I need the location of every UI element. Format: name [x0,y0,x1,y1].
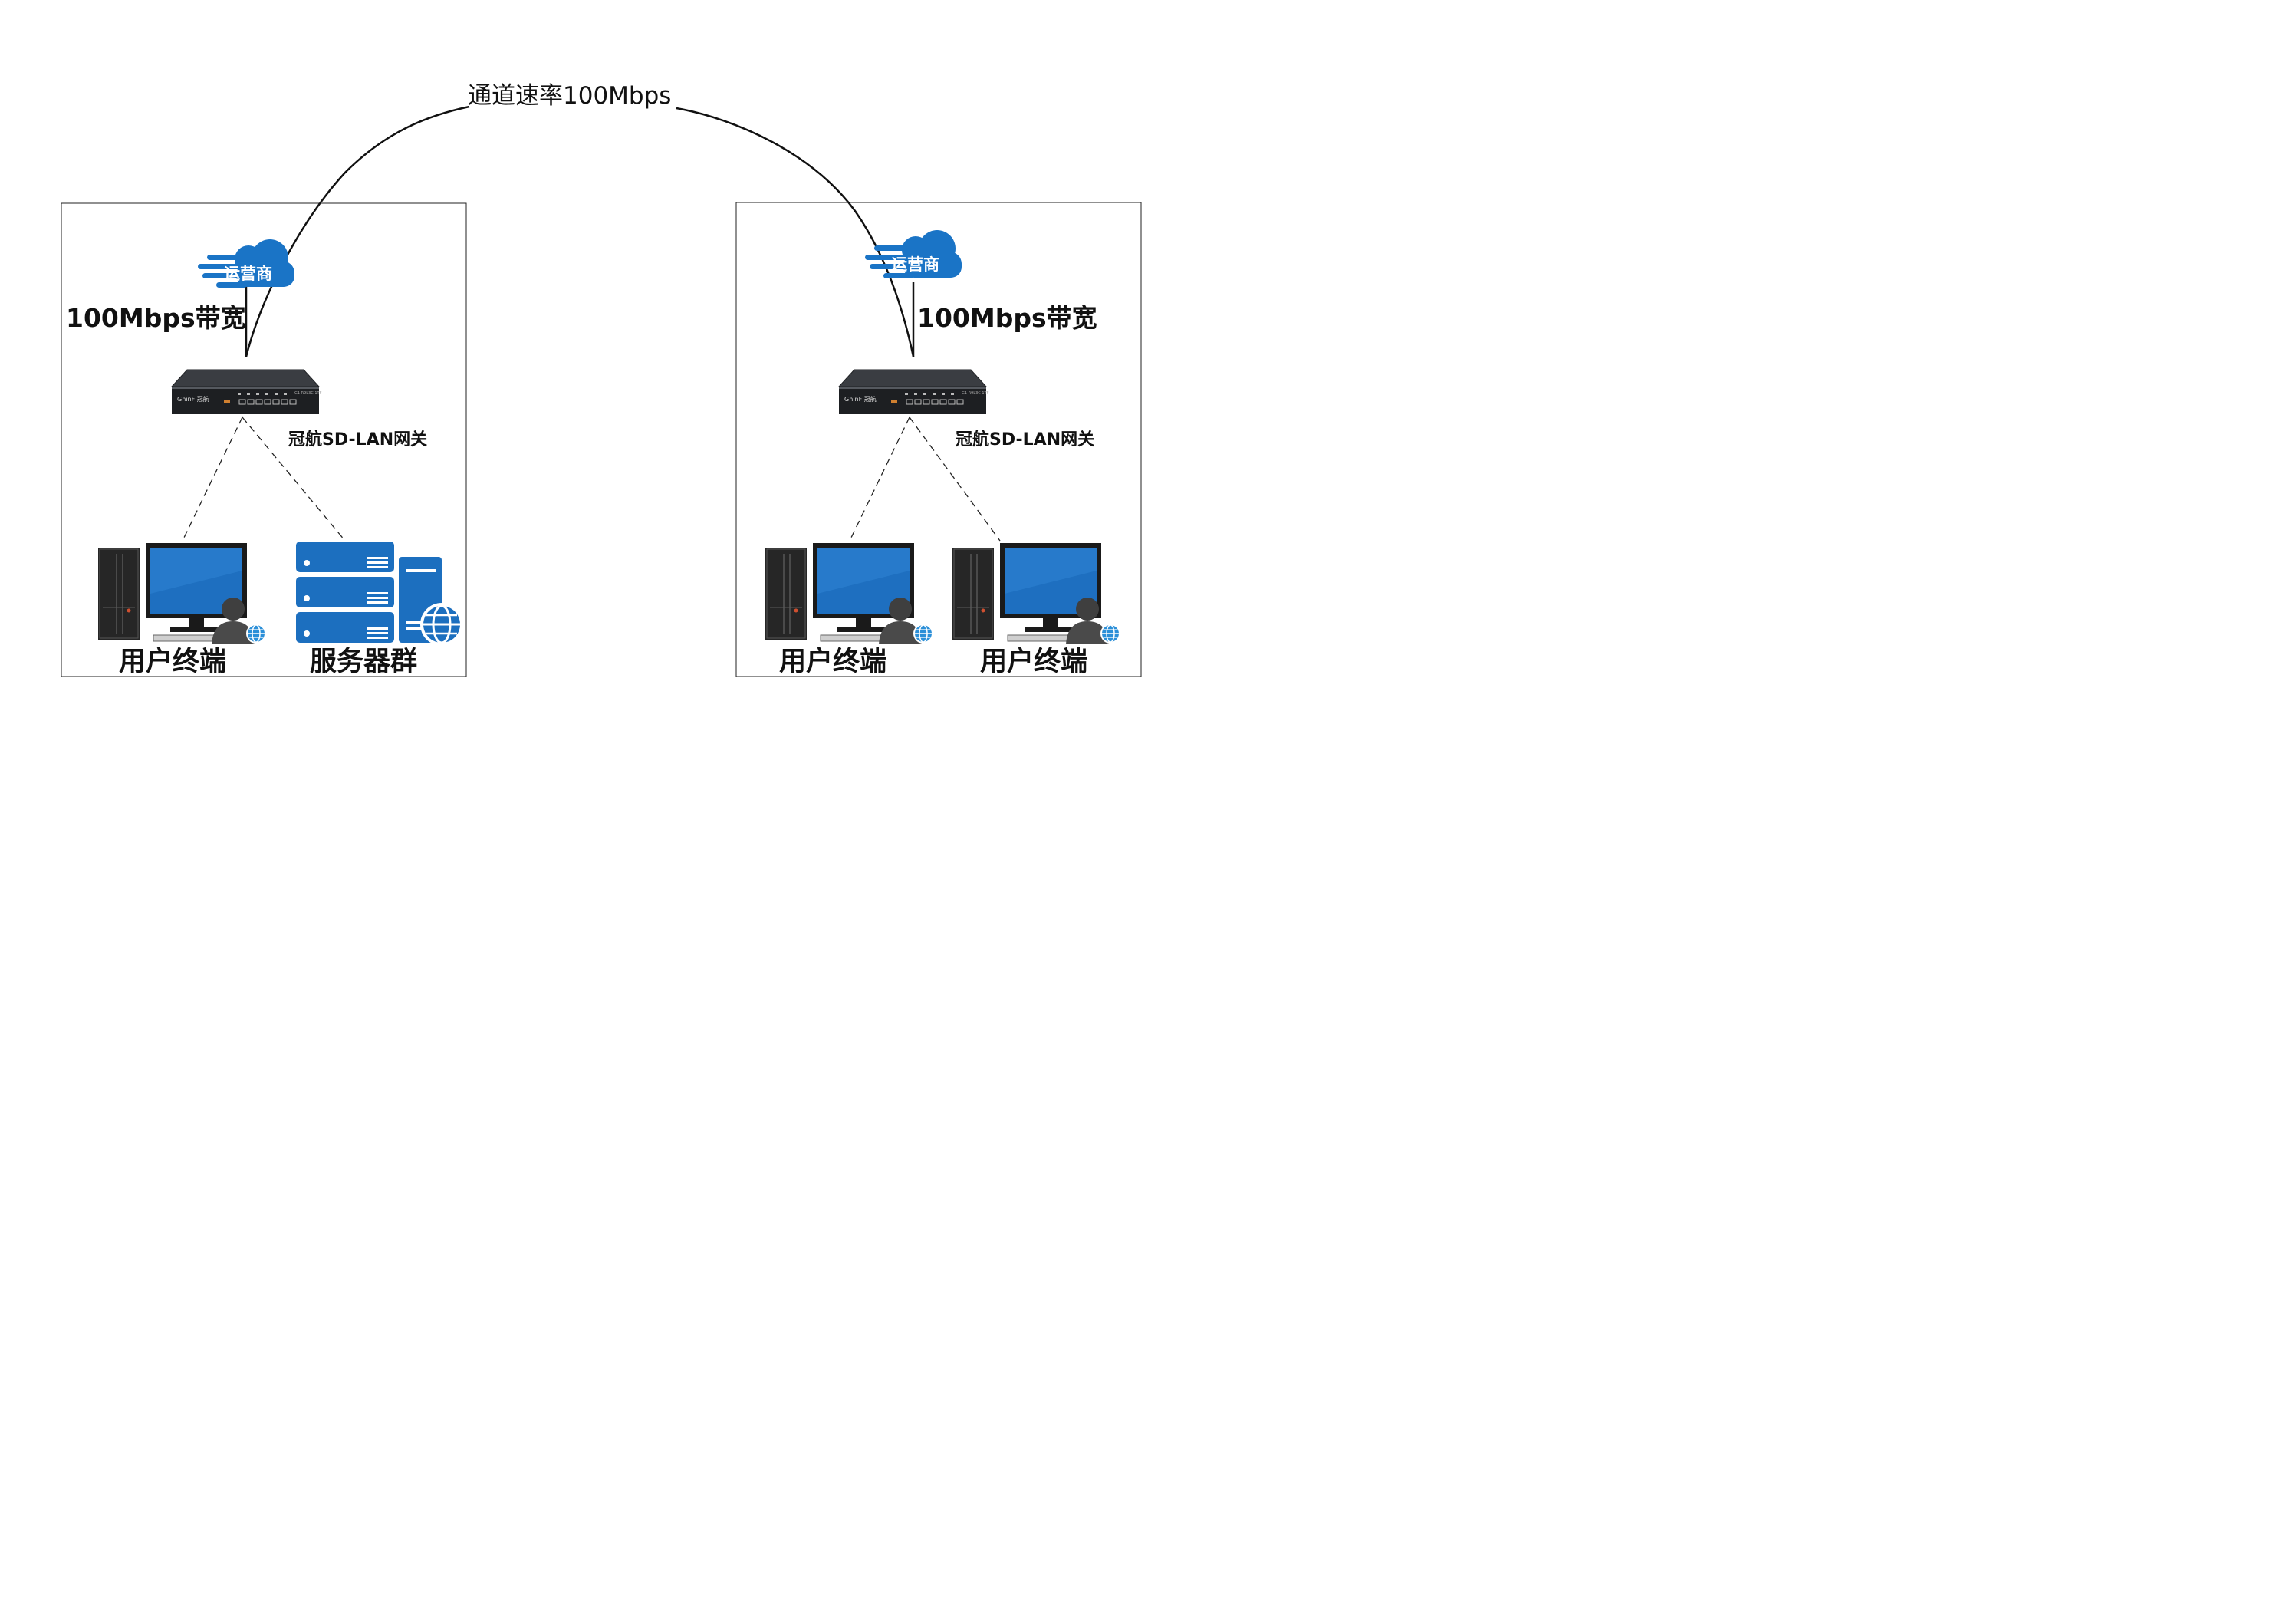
device-label-server-cluster: 服务器群 [310,647,418,677]
user-terminal-icon [98,543,266,644]
lan-link-left-user [182,416,243,542]
device-label-user-terminal: 用户终端 [980,647,1088,677]
lan-link-right-user1 [849,416,910,542]
gateway-label-right: 冠航SD-LAN网关 [956,430,1095,449]
cloud-icon: 运营商 [865,230,962,278]
server-cluster-icon [294,540,465,647]
device-label-user-terminal: 用户终端 [119,647,227,677]
lan-link-right-user2 [909,416,1001,542]
lan-link-left-server [242,416,346,542]
cloud-icon: 运营商 [198,239,294,288]
device-label-user-terminal: 用户终端 [779,647,887,677]
bandwidth-label-right: 100Mbps带宽 [917,303,1097,333]
cloud-label-right: 运营商 [891,255,939,274]
site-box-right [735,202,1142,677]
cloud-label-left: 运营商 [224,265,272,283]
gateway-label-left: 冠航SD-LAN网关 [288,430,428,449]
user-terminal-icon [952,543,1120,644]
gateway-device-icon [171,369,323,415]
network-diagram: GhinF 冠航 G1 R9L3C 1TF [61,105,1142,677]
channel-rate-label: 通道速率100Mbps [468,82,672,110]
channel-link-left-arc [245,105,470,357]
bandwidth-label-left: 100Mbps带宽 [66,303,246,333]
site-box-left [61,202,467,677]
user-terminal-icon [765,543,933,644]
channel-link-right-arc [676,107,915,357]
gateway-device-icon [838,369,990,415]
